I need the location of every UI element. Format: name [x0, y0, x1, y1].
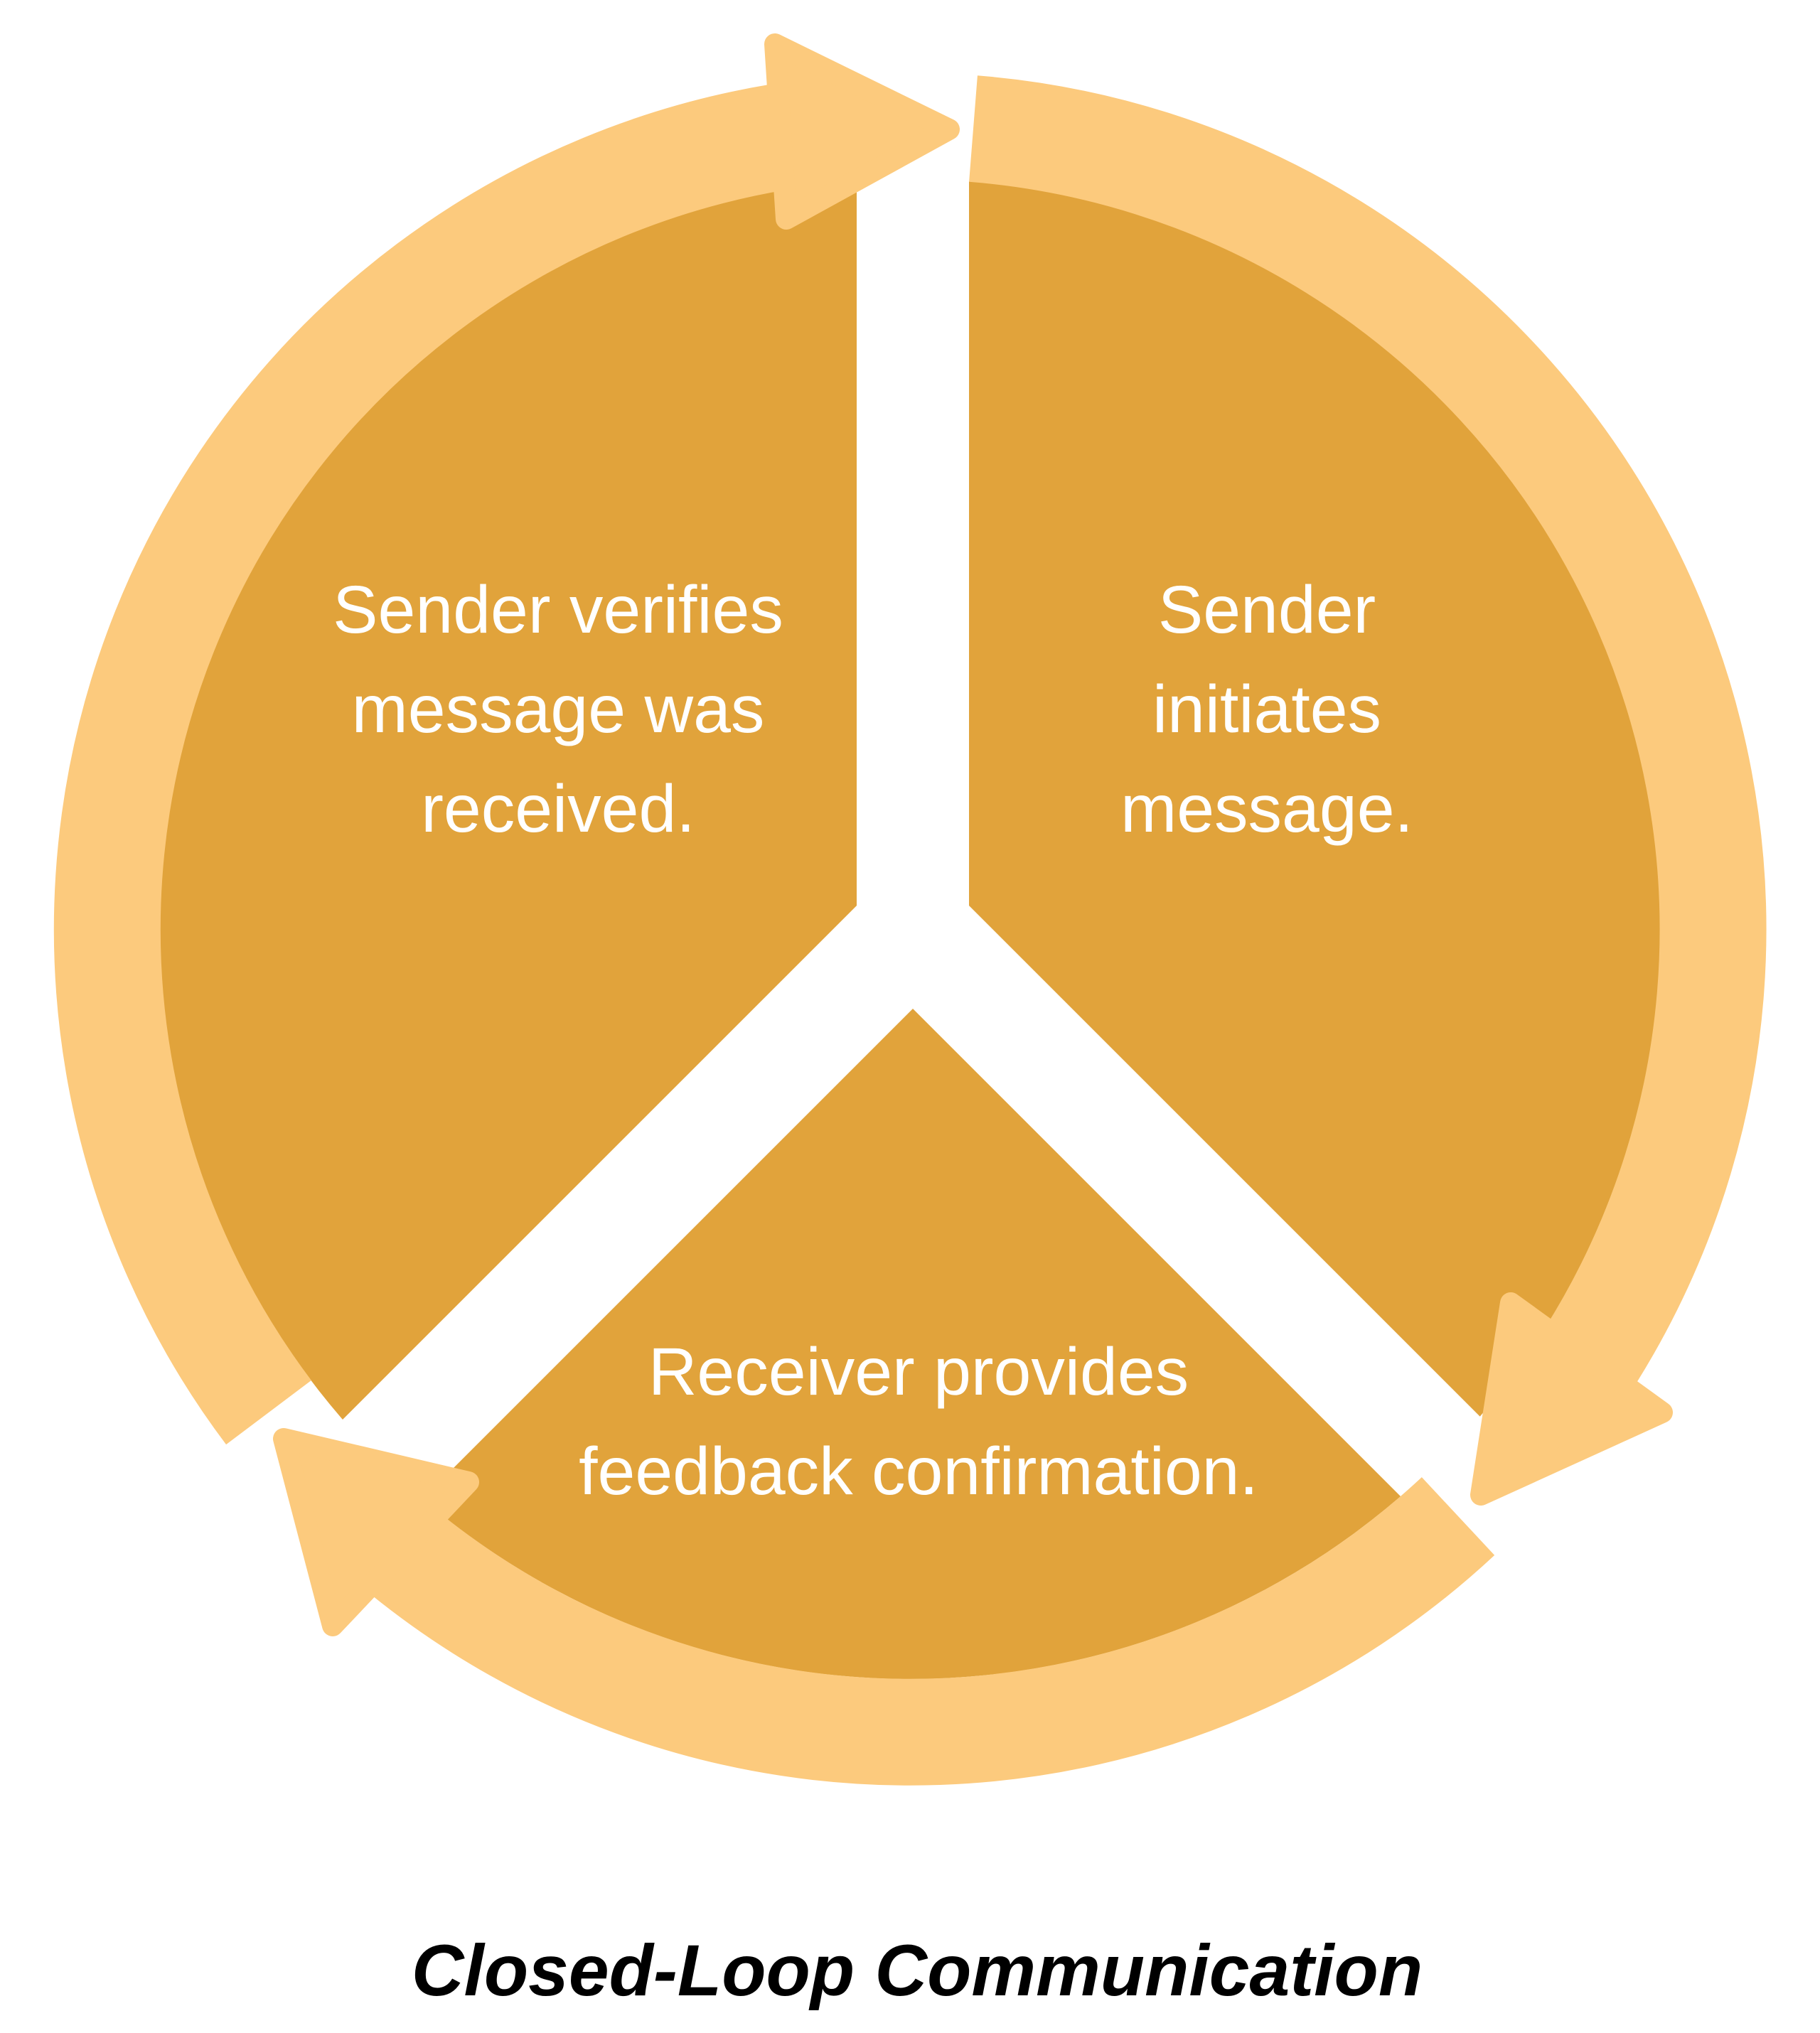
segment-gap-bottom-left — [225, 859, 983, 1617]
ring-arc-bottom — [370, 1477, 1495, 1786]
step-right-line-3: message. — [1120, 771, 1413, 847]
step-label-right: Sender initiates message. — [1120, 572, 1413, 847]
diagram-title: Closed-Loop Communication — [412, 1930, 1423, 2011]
arrowhead-bottom-left-icon — [273, 1428, 479, 1636]
step-bottom-line-1: Receiver provides — [648, 1334, 1189, 1410]
arrowhead-top-icon — [764, 33, 960, 230]
segment-gap-bottom-right — [843, 859, 1601, 1617]
step-label-bottom: Receiver provides feedback confirmation. — [579, 1334, 1258, 1509]
step-left-line-1: Sender verifies — [333, 572, 783, 648]
step-right-line-1: Sender — [1158, 572, 1376, 648]
arrowhead-bottom-right-icon — [1470, 1292, 1673, 1506]
ring-arc-right — [968, 75, 1767, 1383]
step-right-line-2: initiates — [1152, 672, 1381, 747]
step-left-line-2: message was — [352, 672, 765, 747]
step-label-left: Sender verifies message was received. — [333, 572, 783, 847]
step-left-line-3: received. — [421, 771, 695, 847]
step-bottom-line-2: feedback confirmation. — [579, 1434, 1258, 1509]
ring-arc-left — [53, 85, 787, 1445]
